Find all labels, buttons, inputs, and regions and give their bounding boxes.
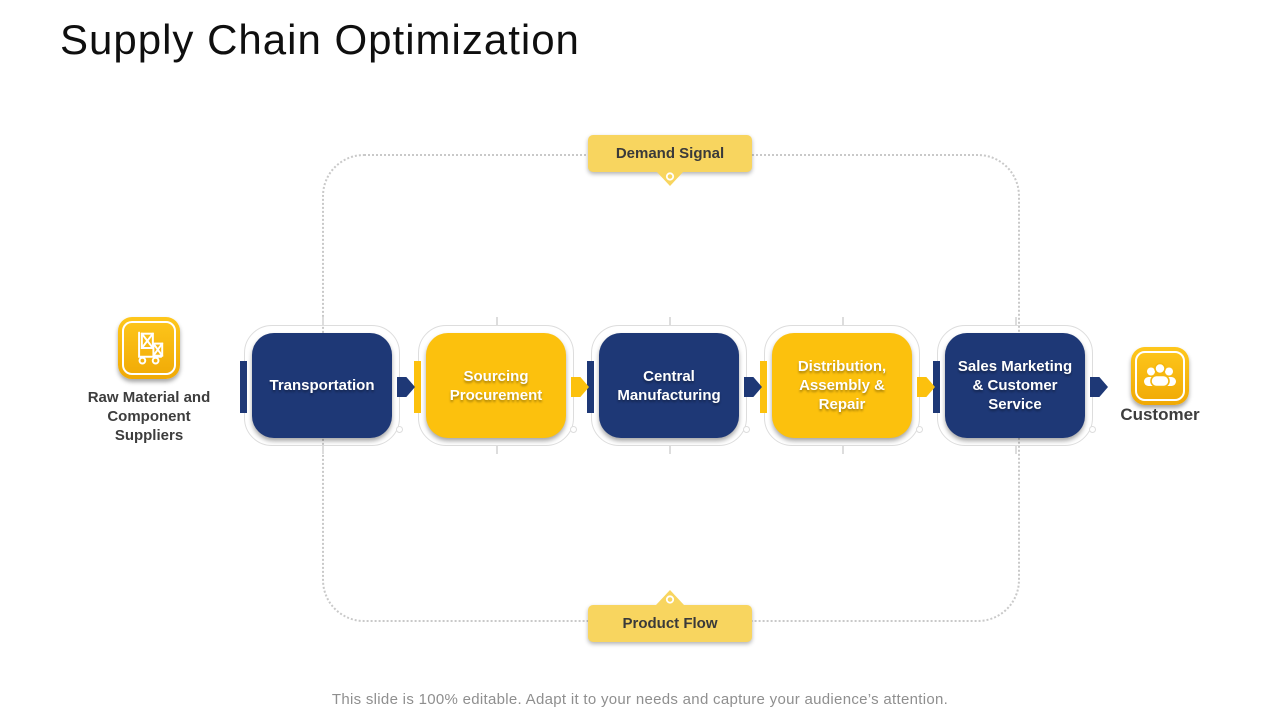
outline-handle-dot — [1089, 426, 1096, 433]
product-flow-label: Product Flow — [622, 615, 718, 632]
stage-label: Distribution, Assembly & Repair — [797, 358, 887, 413]
customer-label: Customer — [1120, 405, 1200, 424]
stage-label: Sales Marketing & Customer Service — [957, 358, 1073, 413]
demand-signal-label: Demand Signal — [615, 145, 725, 162]
stage-accent-bar — [414, 361, 421, 413]
outline-handle-dot — [396, 426, 403, 433]
stage-box-sales-marketing-customer-service: Sales Marketing & Customer Service — [945, 333, 1085, 438]
flow-arrow-icon — [1090, 377, 1108, 397]
stage-box-transportation: Transportation — [252, 333, 392, 438]
stage-accent-bar — [587, 361, 594, 413]
stage-label: Transportation — [269, 377, 375, 394]
outline-handle-dot — [916, 426, 923, 433]
supplier-label: Raw Material and Component Suppliers — [87, 389, 211, 444]
stage-box-sourcing-procurement: Sourcing Procurement — [426, 333, 566, 438]
stage-box-distribution-assembly-repair: Distribution, Assembly & Repair — [772, 333, 912, 438]
badge-pointer-up-icon — [656, 590, 684, 605]
stage-box-central-manufacturing: Central Manufacturing — [599, 333, 739, 438]
flow-arrow-icon — [917, 377, 935, 397]
flow-arrow-icon — [744, 377, 762, 397]
people-group-icon — [1144, 362, 1176, 388]
flow-arrow-icon — [571, 377, 589, 397]
editable-note: This slide is 100% editable. Adapt it to… — [331, 691, 949, 708]
stage-accent-bar — [933, 361, 940, 413]
slide-title: Supply Chain Optimization — [60, 16, 580, 63]
outline-handle-dot — [743, 426, 750, 433]
stage-accent-bar — [760, 361, 767, 413]
hand-truck-with-boxes-icon — [138, 331, 164, 365]
customer-icon — [1131, 347, 1189, 405]
outline-handle-dot — [570, 426, 577, 433]
product-flow-badge: Product Flow — [588, 605, 752, 642]
demand-signal-badge: Demand Signal — [588, 135, 752, 172]
badge-pointer-down-icon — [656, 171, 684, 186]
stage-label: Central Manufacturing — [617, 367, 721, 404]
stage-label: Sourcing Procurement — [449, 367, 543, 404]
stage-accent-bar — [240, 361, 247, 413]
flow-arrow-icon — [397, 377, 415, 397]
supplier-icon — [118, 317, 180, 379]
